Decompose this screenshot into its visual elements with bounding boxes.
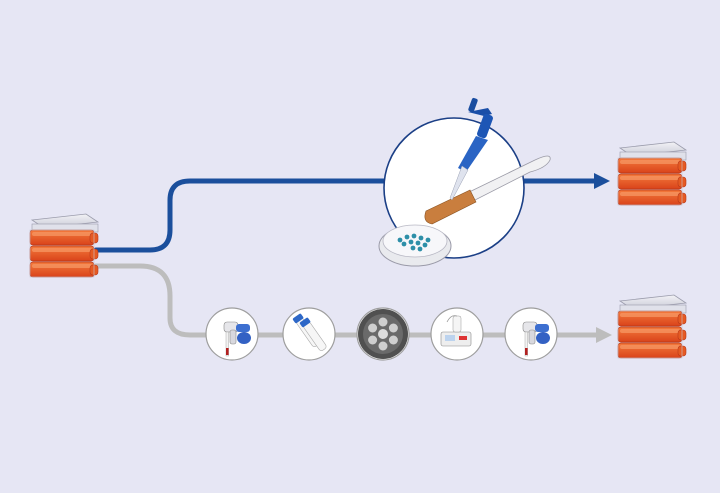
- target-flask-stack-top: [618, 142, 686, 205]
- petri-dish-icon: [378, 224, 452, 267]
- step-5: [504, 307, 558, 361]
- source-flask-stack: [30, 214, 98, 277]
- step-3: [356, 307, 410, 361]
- step-2: [282, 307, 336, 361]
- step-4: [430, 307, 484, 361]
- blue-path: [93, 173, 610, 253]
- gray-arrowhead: [596, 327, 612, 343]
- gray-path: [93, 263, 612, 343]
- target-flask-stack-bottom: [618, 295, 686, 358]
- spatula-icon: [424, 155, 551, 225]
- micropipette-icon: [449, 97, 493, 201]
- step-1: [205, 307, 259, 361]
- blue-arrowhead: [594, 173, 610, 189]
- direct-passage-step: [378, 97, 551, 267]
